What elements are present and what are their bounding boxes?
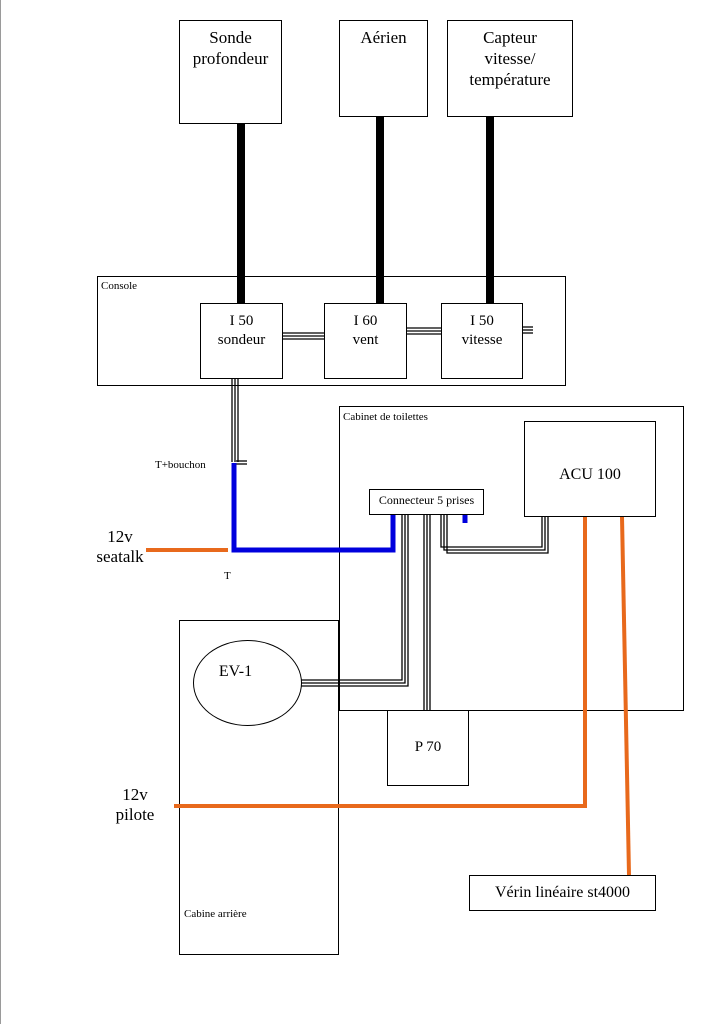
console-label: Console xyxy=(101,280,138,292)
speed-sensor-box: Capteur vitesse/ température xyxy=(447,20,573,117)
cable-i60-i50 xyxy=(407,327,441,335)
i50-depth-instrument: I 50 sondeur xyxy=(200,303,283,379)
i60-wind-label-line2: vent xyxy=(352,332,379,348)
acu100-label: ACU 100 xyxy=(559,466,621,483)
i60-wind-instrument: I 60 vent xyxy=(324,303,407,379)
ev1-cable xyxy=(300,515,409,687)
p70-box: P 70 xyxy=(387,710,469,786)
cable-i50-i60 xyxy=(283,332,324,340)
console-region: Console xyxy=(97,276,566,386)
t-bouchon-stub xyxy=(236,460,247,465)
depth-sensor-label-line1: Sonde xyxy=(209,28,252,47)
speed-sensor-label-line2: vitesse/ xyxy=(484,49,536,68)
pilot-power-label: 12v pilote xyxy=(105,785,165,826)
depth-sensor-box: Sonde profondeur xyxy=(179,20,282,124)
seatalk-power-line1: 12v xyxy=(107,527,133,546)
i50-depth-label-line2: sondeur xyxy=(217,332,266,348)
i60-wind-label-line1: I 60 xyxy=(353,313,378,329)
wind-sensor-box: Aérien xyxy=(339,20,428,117)
acu100-box: ACU 100 xyxy=(524,421,656,517)
speed-sensor-label-line1: Capteur xyxy=(483,28,537,47)
ev1-label: EV-1 xyxy=(218,663,253,680)
i50-speed-label-line2: vitesse xyxy=(461,332,503,348)
i50-speed-instrument: I 50 vitesse xyxy=(441,303,523,379)
cabin-label: Cabine arrière xyxy=(184,908,247,920)
speed-sensor-label-line3: température xyxy=(469,70,551,89)
cabinet-label: Cabinet de toilettes xyxy=(343,411,428,423)
actuator-label: Vérin linéaire st4000 xyxy=(494,884,631,901)
seatalk-power-line2: seatalk xyxy=(96,547,144,567)
i50-depth-label-line1: I 50 xyxy=(229,313,254,329)
connector-label: Connecteur 5 prises xyxy=(378,493,475,507)
cable-i50-out xyxy=(523,326,533,334)
ev1-unit: EV-1 xyxy=(193,640,302,726)
actuator-box: Vérin linéaire st4000 xyxy=(469,875,656,911)
cabinet-region: Cabinet de toilettes xyxy=(339,406,684,711)
p70-label: P 70 xyxy=(414,739,442,755)
wind-sensor-label: Aérien xyxy=(360,28,407,47)
cabin-region: Cabine arrière xyxy=(179,620,339,955)
p70-cable xyxy=(423,515,431,715)
depth-sensor-label-line2: profondeur xyxy=(192,49,269,68)
acu-cable xyxy=(440,515,549,554)
page-border xyxy=(0,0,1,1024)
seatalk-blue-cable xyxy=(231,463,396,553)
pilot-power-cable xyxy=(174,517,587,808)
sensor-cables xyxy=(237,112,494,303)
connector-box: Connecteur 5 prises xyxy=(369,489,484,515)
actuator-cable xyxy=(620,516,631,876)
i50-speed-label-line1: I 50 xyxy=(470,313,494,329)
seatalk-cables xyxy=(231,326,549,715)
t-bouchon-label: T+bouchon xyxy=(155,459,206,471)
seatalk-power-label: 12v seatalk xyxy=(90,527,150,568)
pilot-power-line2: pilote xyxy=(115,805,155,825)
power-cables xyxy=(146,516,631,876)
cable-i50-down xyxy=(231,379,239,462)
t-label: T xyxy=(224,570,231,582)
pilot-power-line1: 12v xyxy=(122,785,148,804)
